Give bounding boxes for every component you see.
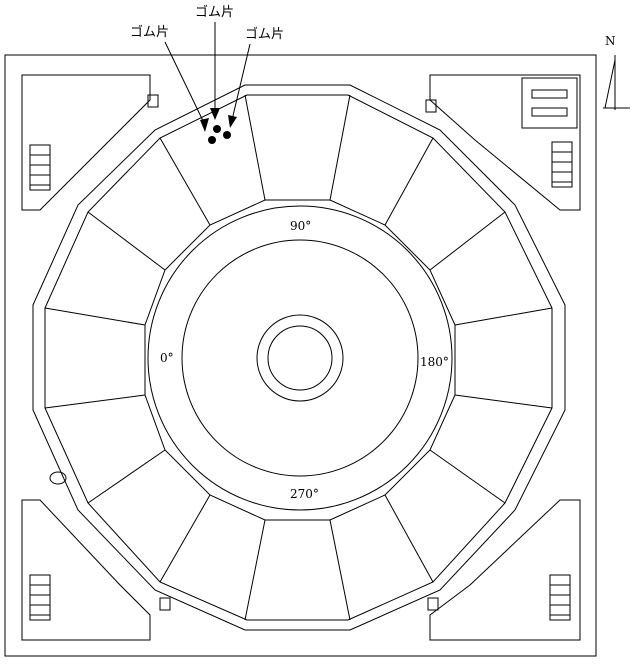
outer-circle <box>147 205 453 511</box>
rubber-label-right: ゴム片 <box>245 26 284 42</box>
angle-label-0: 0° <box>160 351 174 365</box>
outer-dodecagon-inner <box>44 94 553 621</box>
north-arrow-icon: N <box>603 34 630 110</box>
angle-label-270: 270° <box>290 487 319 501</box>
radial-dividers <box>44 94 553 621</box>
center-ring-inner <box>267 325 333 391</box>
angle-label-180: 180° <box>420 355 449 369</box>
corner-bottom-right <box>427 499 581 641</box>
rubber-pieces <box>208 125 231 144</box>
corner-bottom-left <box>21 471 171 641</box>
rubber-arrows <box>164 22 251 132</box>
rubber-label-center: ゴム片 <box>195 4 234 20</box>
outer-frame <box>4 54 597 657</box>
center-ring-outer <box>256 314 344 402</box>
seat-inner-boundary <box>144 199 456 521</box>
corner-top-left <box>21 74 159 211</box>
angle-label-90: 90° <box>290 219 311 233</box>
north-label: N <box>605 34 616 48</box>
arena-circle <box>181 239 419 477</box>
outer-dodecagon <box>32 84 566 631</box>
corner-top-right <box>425 74 581 211</box>
rubber-label-left: ゴム片 <box>130 24 169 40</box>
